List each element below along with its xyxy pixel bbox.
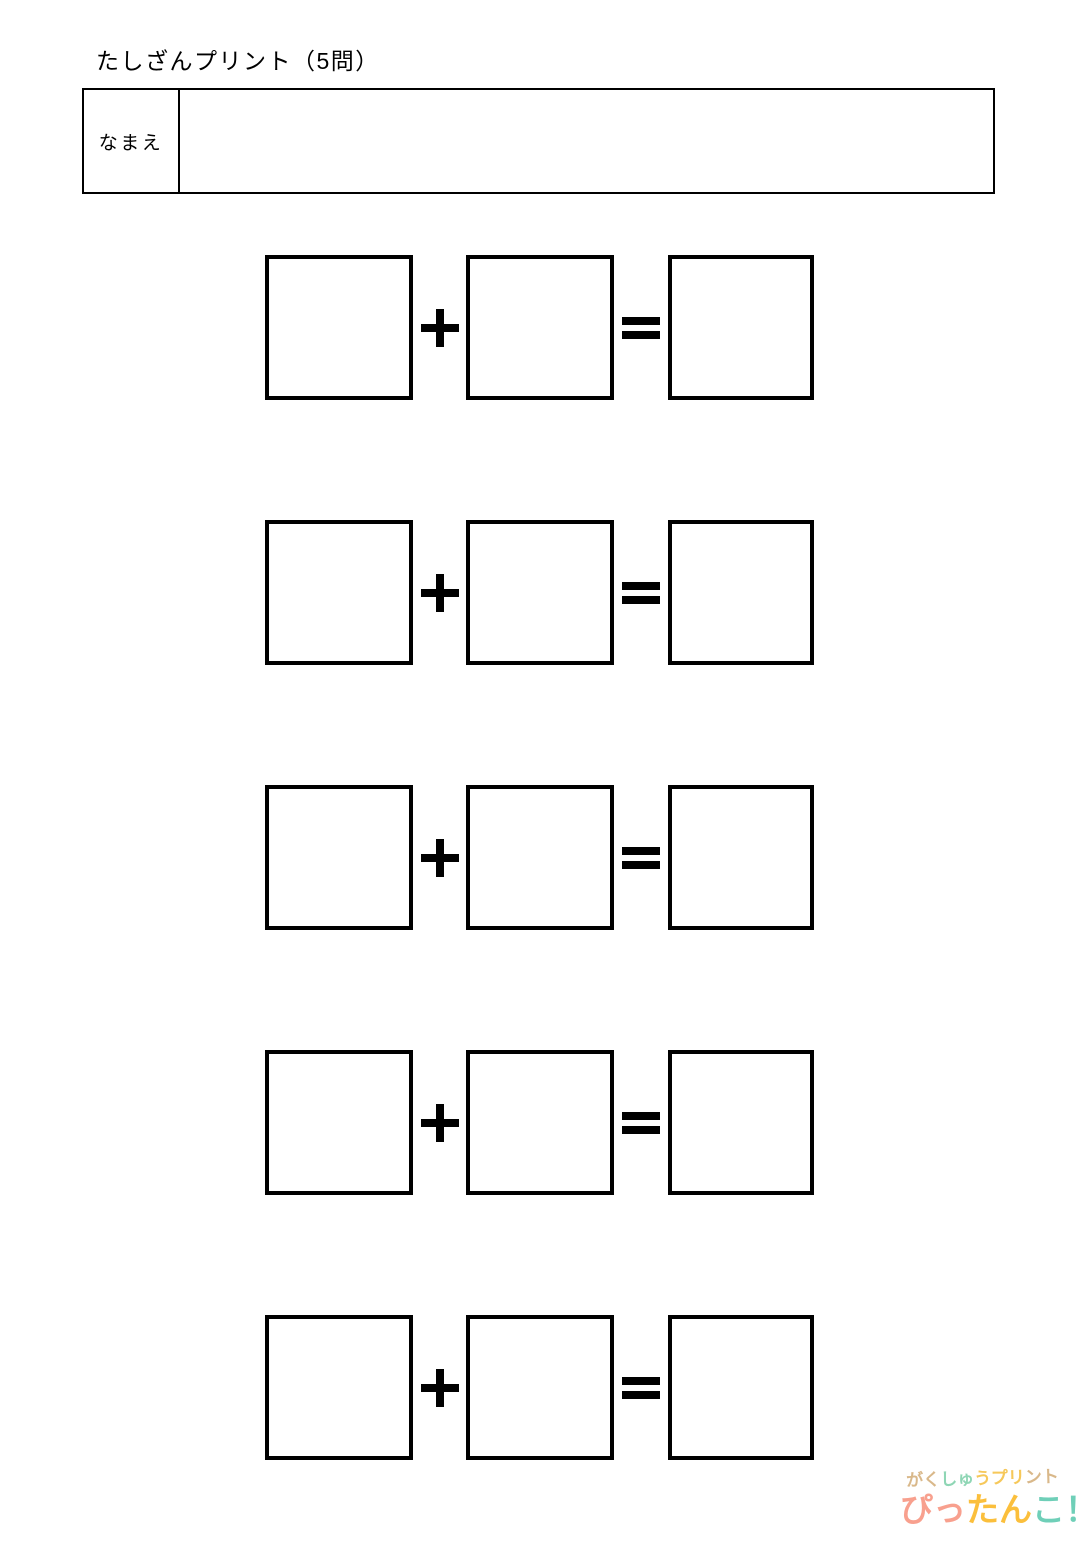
brand-top-part-4: ント (1024, 1467, 1060, 1487)
page-title: たしざんプリント（5問） (96, 48, 380, 74)
operand-a-box[interactable] (265, 785, 413, 930)
brand-top-part-1: がく (905, 1470, 941, 1490)
answer-box[interactable] (668, 255, 814, 400)
operand-a-box[interactable] (265, 1050, 413, 1195)
brand-top-part-3: うプリ (973, 1467, 1026, 1489)
equals-icon (614, 520, 668, 665)
brand-logo-top-text: がくしゅうプリント (900, 1467, 1065, 1490)
plus-icon (413, 255, 466, 400)
operand-a-box[interactable] (265, 255, 413, 400)
operand-b-box[interactable] (466, 255, 614, 400)
answer-box[interactable] (668, 1050, 814, 1195)
plus-icon (413, 785, 466, 930)
brand-top-part-2: しゅ (939, 1469, 975, 1490)
problem-list (0, 255, 1080, 1460)
operand-b-box[interactable] (466, 785, 614, 930)
operand-b-box[interactable] (466, 520, 614, 665)
problem-row (0, 1050, 1080, 1195)
equals-icon (614, 785, 668, 930)
problem-row (0, 785, 1080, 930)
plus-icon (413, 1050, 466, 1195)
answer-box[interactable] (668, 1315, 814, 1460)
plus-icon (413, 1315, 466, 1460)
name-label: なまえ (98, 132, 164, 154)
name-input-cell[interactable] (180, 90, 993, 192)
operand-a-box[interactable] (265, 520, 413, 665)
problem-row (0, 255, 1080, 400)
brand-logo-bottom-text: ぴったんこ！ (900, 1491, 1080, 1528)
name-field-table: なまえ (82, 88, 995, 194)
answer-box[interactable] (668, 785, 814, 930)
answer-box[interactable] (668, 520, 814, 665)
problem-row (0, 1315, 1080, 1460)
operand-b-box[interactable] (466, 1050, 614, 1195)
problem-row (0, 520, 1080, 665)
operand-b-box[interactable] (466, 1315, 614, 1460)
name-label-cell: なまえ (84, 90, 180, 192)
plus-icon (413, 520, 466, 665)
operand-a-box[interactable] (265, 1315, 413, 1460)
brand-bottom-part-2: たん (966, 1491, 1032, 1528)
equals-icon (614, 1315, 668, 1460)
brand-bottom-part-3: こ！ (1032, 1491, 1080, 1528)
brand-bottom-part-1: ぴっ (900, 1491, 966, 1528)
equals-icon (614, 255, 668, 400)
brand-logo: がくしゅうプリント ぴったんこ！ (900, 1467, 1080, 1546)
equals-icon (614, 1050, 668, 1195)
